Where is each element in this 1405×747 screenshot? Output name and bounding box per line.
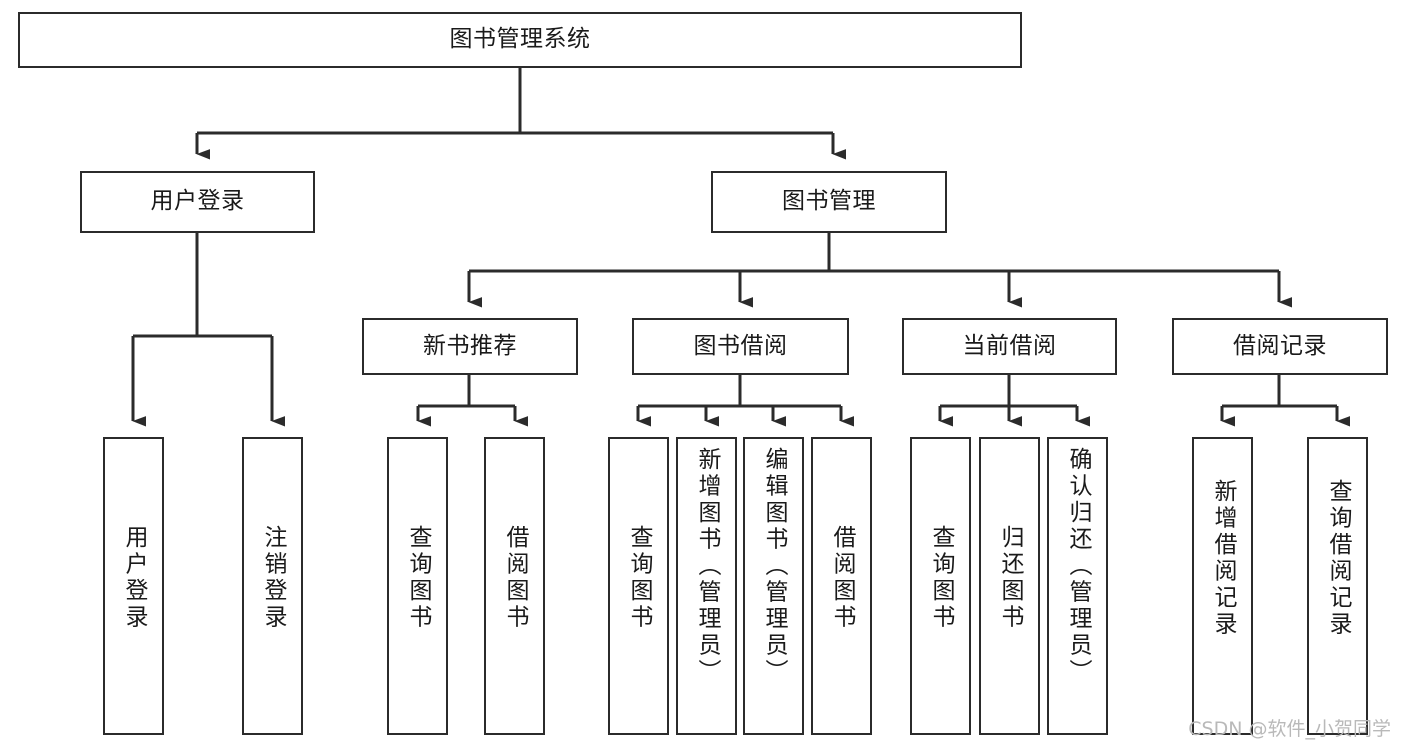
node-borrow-record[interactable]: 借阅记录	[1172, 318, 1388, 375]
node-leaf-add-book-label: 新增图书（管理员）	[694, 447, 720, 686]
node-leaf-return-book[interactable]: 归还图书	[979, 437, 1040, 735]
node-leaf-logout-label: 注销登录	[260, 525, 286, 631]
node-leaf-borrow-book-2[interactable]: 借阅图书	[811, 437, 872, 735]
node-current-borrow-label: 当前借阅	[962, 332, 1057, 359]
node-leaf-add-record-label: 新增借阅记录	[1210, 479, 1236, 638]
node-leaf-query-book-3-label: 查询图书	[928, 525, 954, 631]
node-leaf-logout[interactable]: 注销登录	[242, 437, 303, 735]
node-new-book-recommend-label: 新书推荐	[423, 332, 517, 359]
node-leaf-edit-book-label: 编辑图书（管理员）	[761, 447, 787, 686]
node-leaf-add-book[interactable]: 新增图书（管理员）	[676, 437, 737, 735]
node-leaf-query-record[interactable]: 查询借阅记录	[1307, 437, 1368, 735]
node-leaf-return-book-label: 归还图书	[997, 525, 1023, 631]
node-leaf-query-record-label: 查询借阅记录	[1325, 479, 1351, 638]
node-current-borrow[interactable]: 当前借阅	[902, 318, 1117, 375]
node-leaf-query-book-2-label: 查询图书	[626, 525, 652, 631]
node-leaf-edit-book[interactable]: 编辑图书（管理员）	[743, 437, 804, 735]
node-leaf-user-login[interactable]: 用户登录	[103, 437, 164, 735]
node-new-book-recommend[interactable]: 新书推荐	[362, 318, 578, 375]
csdn-watermark: CSDN @软件_小贺同学	[1188, 718, 1391, 740]
node-user-login-label: 用户登录	[150, 188, 245, 215]
node-leaf-confirm-return[interactable]: 确认归还（管理员）	[1047, 437, 1108, 735]
node-borrow-record-label: 借阅记录	[1233, 332, 1327, 359]
node-leaf-confirm-return-label: 确认归还（管理员）	[1065, 447, 1091, 686]
node-root-label: 图书管理系统	[449, 26, 591, 53]
node-user-login[interactable]: 用户登录	[80, 171, 315, 233]
node-leaf-query-book-2[interactable]: 查询图书	[608, 437, 669, 735]
node-book-borrow[interactable]: 图书借阅	[632, 318, 849, 375]
node-leaf-query-book-1[interactable]: 查询图书	[387, 437, 448, 735]
node-leaf-borrow-book-1[interactable]: 借阅图书	[484, 437, 545, 735]
node-book-borrow-label: 图书借阅	[693, 332, 788, 359]
node-root[interactable]: 图书管理系统	[18, 12, 1022, 68]
node-leaf-query-book-1-label: 查询图书	[405, 525, 431, 631]
node-leaf-query-book-3[interactable]: 查询图书	[910, 437, 971, 735]
node-leaf-add-record[interactable]: 新增借阅记录	[1192, 437, 1253, 735]
node-leaf-user-login-label: 用户登录	[121, 525, 147, 631]
node-leaf-borrow-book-1-label: 借阅图书	[502, 525, 528, 631]
node-book-manage[interactable]: 图书管理	[711, 171, 947, 233]
node-book-manage-label: 图书管理	[782, 188, 876, 215]
node-leaf-borrow-book-2-label: 借阅图书	[829, 525, 855, 631]
